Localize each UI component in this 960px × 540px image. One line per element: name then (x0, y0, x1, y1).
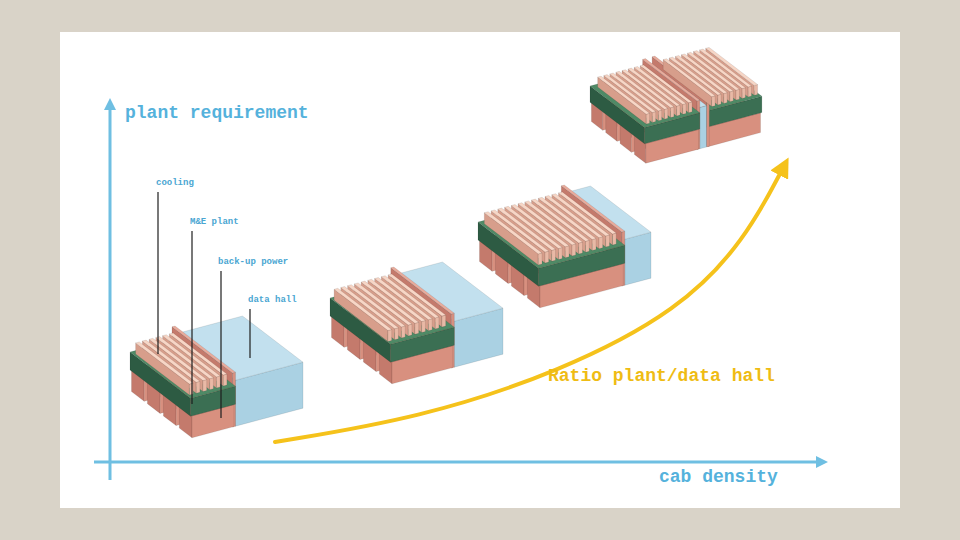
cooling-unit (388, 330, 392, 342)
cooling-unit (598, 76, 650, 114)
cooling-unit (203, 380, 207, 392)
cooling-unit (748, 86, 751, 97)
cooling-unit (730, 91, 733, 102)
plant-wall (707, 98, 710, 147)
callout-label: cooling (156, 179, 194, 188)
cooling-unit (552, 249, 556, 261)
cooling-unit (664, 108, 667, 119)
cooling-unit (646, 113, 649, 124)
cooling-unit (565, 246, 569, 258)
leader-lines (158, 192, 250, 418)
cooling-unit (408, 324, 412, 336)
cooling-unit (136, 342, 194, 384)
block-low-density (130, 316, 303, 438)
cooling-unit (189, 383, 193, 395)
trend-arrow (275, 168, 783, 442)
cooling-unit (559, 248, 563, 260)
cooling-unit (742, 88, 745, 99)
cooling-unit (613, 233, 617, 245)
cooling-unit (683, 104, 686, 115)
cooling-unit (579, 242, 583, 254)
cooling-unit (586, 240, 590, 252)
cooling-unit (415, 322, 419, 334)
cooling-unit (210, 378, 214, 390)
axes (94, 104, 822, 480)
callout-label: back-up power (218, 258, 288, 267)
cooling-unit (422, 321, 426, 333)
cooling-unit (435, 317, 439, 329)
y-axis (109, 104, 112, 480)
cooling-unit (428, 319, 432, 331)
leader-line (157, 192, 158, 354)
axis-title: cab density (659, 468, 778, 486)
block-very-high-density (590, 47, 762, 163)
cooling-unit (442, 315, 446, 327)
cooling-unit (652, 112, 655, 123)
leader-line (191, 231, 192, 404)
cooling-unit (395, 328, 399, 340)
cooling-unit (484, 213, 538, 265)
cooling-unit (724, 93, 727, 104)
cooling-unit (658, 110, 661, 121)
cooling-unit (136, 343, 190, 395)
cooling-unit (754, 85, 757, 96)
cooling-unit (216, 376, 220, 388)
trend-label: Ratio plant/data hall (548, 367, 775, 385)
cooling-unit (538, 253, 542, 265)
cooling-unit (677, 105, 680, 116)
block-high-density (478, 185, 651, 308)
leader-line (249, 309, 250, 358)
cooling-unit (401, 326, 405, 338)
cooling-unit (689, 102, 692, 113)
leader-line (220, 271, 221, 418)
cooling-unit (545, 251, 549, 263)
cooling-unit (599, 237, 603, 249)
cooling-unit (712, 96, 715, 107)
cooling-unit (606, 235, 610, 247)
cooling-unit (572, 244, 576, 256)
cooling-unit (196, 381, 200, 393)
cooling-unit (334, 289, 388, 341)
axis-title: plant requirement (125, 104, 309, 122)
data-hall-block (625, 232, 651, 285)
callout-label: M&E plant (190, 218, 239, 227)
cooling-unit (334, 288, 392, 330)
cooling-unit (598, 77, 647, 124)
block-medium-density (330, 262, 503, 384)
x-axis (94, 461, 822, 464)
cooling-unit (484, 212, 542, 254)
cooling-unit (671, 107, 674, 118)
callout-label: data hall (248, 296, 297, 305)
data-hall-block (700, 106, 707, 149)
cooling-unit (223, 374, 227, 386)
cooling-unit (718, 94, 721, 105)
cooling-unit (592, 239, 596, 251)
cooling-unit (736, 89, 739, 100)
